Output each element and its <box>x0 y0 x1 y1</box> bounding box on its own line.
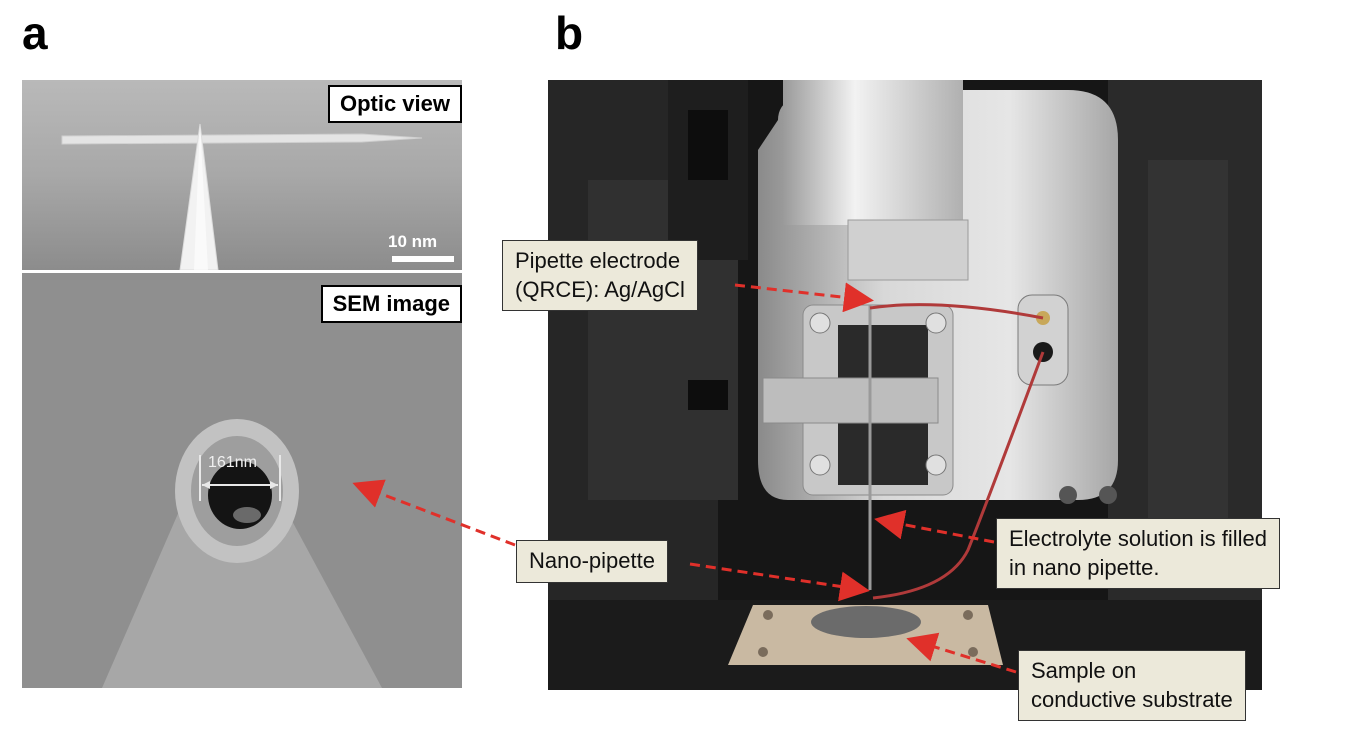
scalebar-label: 10 nm <box>388 232 438 251</box>
optic-view-photo <box>22 80 462 270</box>
callout-nano-pipette-text: Nano-pipette <box>529 548 655 573</box>
measurement-label: 161nm <box>208 454 257 471</box>
panel-b-letter: b <box>555 7 584 59</box>
callout-electrolyte-line2: in nano pipette. <box>1009 554 1160 580</box>
arrow-electrolyte <box>874 509 995 544</box>
callout-electrolyte: Electrolyte solution is filled in nano p… <box>996 518 1281 590</box>
arrow-sample <box>906 632 1017 674</box>
callout-sample-line1: Sample on <box>1031 658 1137 683</box>
callout-pipette-electrode-line2: (QRCE): Ag/AgCl <box>515 276 685 302</box>
arrow-nano-pipette-instrument <box>689 562 870 602</box>
callout-sample: Sample on conductive substrate <box>1018 650 1246 722</box>
sem-image-label: SEM image <box>320 285 462 324</box>
sem-image-photo <box>22 273 462 688</box>
callout-electrolyte-line1: Electrolyte solution is filled <box>1009 526 1268 551</box>
callout-sample-line2: conductive substrate <box>1031 686 1233 712</box>
panel-a-letter: a <box>22 7 48 59</box>
scalebar <box>392 256 454 262</box>
optic-view-label: Optic view <box>327 85 462 124</box>
arrow-pipette-electrode <box>734 282 874 313</box>
arrow-nano-pipette-sem <box>352 479 516 547</box>
callout-nano-pipette: Nano-pipette <box>516 540 668 583</box>
callout-pipette-electrode-line1: Pipette electrode <box>515 248 681 273</box>
callout-pipette-electrode: Pipette electrode (QRCE): Ag/AgCl <box>502 240 698 312</box>
